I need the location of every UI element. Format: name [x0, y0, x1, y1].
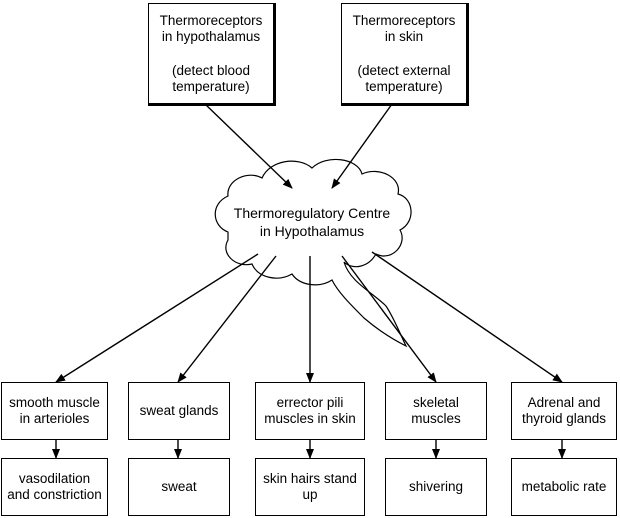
effector-label: skeletal muscles — [411, 395, 461, 426]
sensor-detail: (detect external temperature) — [357, 62, 451, 94]
response-label: vasodilation and constriction — [7, 471, 102, 502]
response-box: shivering — [385, 458, 487, 516]
effector-box: Adrenal and thyroid glands — [511, 382, 617, 440]
effector-label: smooth muscle in arterioles — [9, 395, 100, 426]
response-box: sweat — [128, 458, 230, 516]
arrow-centre-to-effector-2 — [177, 255, 277, 383]
response-box: vasodilation and constriction — [1, 458, 108, 516]
effector-box: smooth muscle in arterioles — [1, 382, 108, 440]
effector-box: sweat glands — [128, 382, 230, 440]
effector-label: errector pili muscles in skin — [264, 395, 356, 426]
effector-label: Adrenal and thyroid glands — [521, 395, 607, 426]
response-label: skin hairs stand up — [263, 471, 357, 502]
effector-label: sweat glands — [139, 403, 219, 418]
sensor-box-hypothalamus: Thermoreceptors in hypothalamus (detect … — [148, 3, 276, 106]
response-label: metabolic rate — [521, 479, 607, 494]
arrow-centre-to-effector-1 — [55, 253, 259, 383]
arrow-centre-to-effector-5 — [371, 251, 563, 383]
response-label: sweat — [161, 479, 197, 494]
centre-cloud-shape — [214, 158, 412, 348]
response-box: skin hairs stand up — [255, 458, 365, 516]
effector-box: skeletal muscles — [385, 382, 487, 440]
arrow-sensor-2-to-centre — [331, 103, 393, 189]
sensor-title: Thermoreceptors in hypothalamus — [159, 12, 263, 44]
response-label: shivering — [408, 479, 464, 494]
arrow-centre-to-effector-4 — [341, 255, 437, 383]
response-box: metabolic rate — [511, 458, 617, 516]
sensor-title: Thermoreceptors in skin — [352, 12, 456, 44]
sensor-box-skin: Thermoreceptors in skin (detect external… — [341, 3, 469, 106]
centre-label: Thermoregulatory Centre in Hypothalamus — [233, 205, 391, 239]
effector-box: errector pili muscles in skin — [255, 382, 365, 440]
sensor-detail: (detect blood temperature) — [171, 62, 251, 94]
arrow-sensor-1-to-centre — [204, 103, 293, 189]
